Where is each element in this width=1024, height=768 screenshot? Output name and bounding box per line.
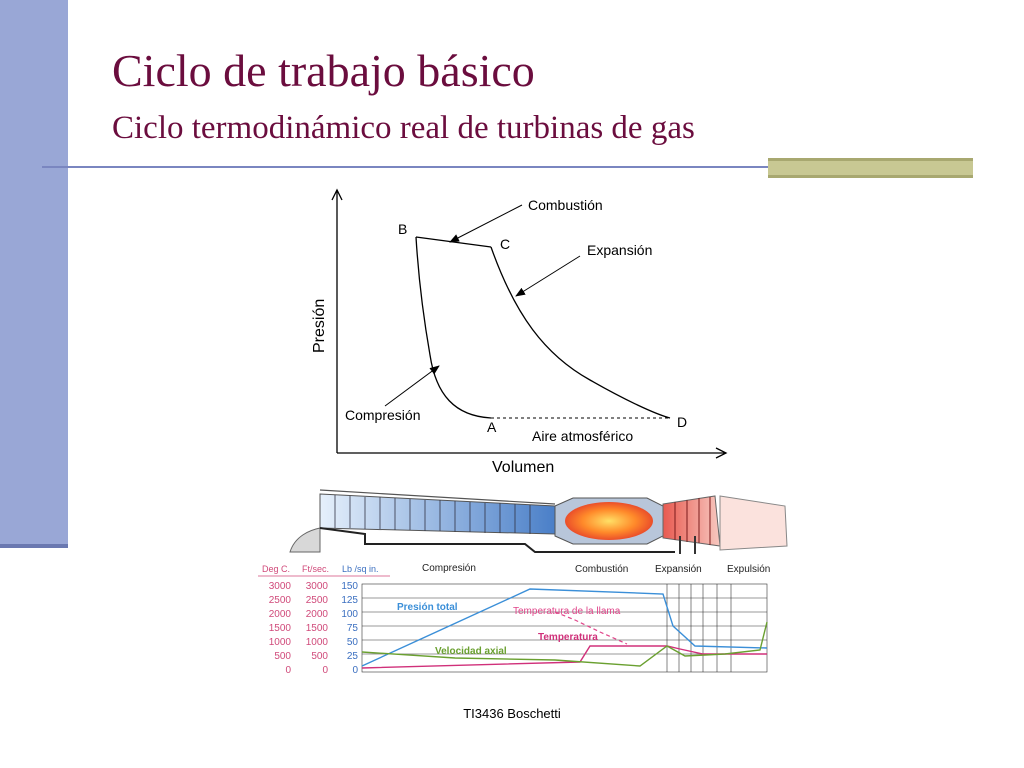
pv-x-arrow <box>715 447 728 459</box>
pressure-tick: 0 <box>352 665 358 676</box>
pv-compression-curve <box>415 236 492 419</box>
slide-title: Ciclo de trabajo básico <box>112 45 535 96</box>
pv-x-label: Volumen <box>492 459 554 476</box>
temp-axis-header: Deg C. <box>262 564 290 574</box>
pressure-tick: 125 <box>341 595 358 606</box>
temp-tick: 2500 <box>269 595 292 606</box>
pressure-tick: 150 <box>341 581 358 592</box>
pressure-tick: 50 <box>347 637 359 648</box>
slide-subtitle: Ciclo termodinámico real de turbinas de … <box>112 110 695 146</box>
point-label-d: D <box>677 414 687 430</box>
section-compression: Compresión <box>422 563 476 574</box>
section-exhaust: Expulsión <box>727 564 770 575</box>
temp-tick: 3000 <box>269 581 292 592</box>
axial-velocity-line <box>361 621 768 667</box>
temp-tick: 1000 <box>269 637 292 648</box>
engine-chart: Deg C. Ft/sec. Lb /sq in. 3000 2500 2000… <box>258 489 788 676</box>
pressure-tick: 25 <box>347 651 359 662</box>
compression-arrow <box>384 365 440 407</box>
accent-bar <box>768 158 973 178</box>
section-combustion: Combustión <box>575 564 628 575</box>
velocity-axis-header: Ft/sec. <box>302 564 329 574</box>
velocity-tick: 2500 <box>306 595 329 606</box>
sidebar-decoration <box>0 0 68 548</box>
chart-grid <box>361 583 768 673</box>
temperature-series-label: Temperatura <box>538 632 598 643</box>
title-rule <box>42 166 768 168</box>
axial-velocity-series-label: Velocidad axial <box>435 646 507 657</box>
expansion-arrow <box>515 255 581 297</box>
engine-cross-section <box>289 489 788 554</box>
point-label-a: A <box>487 419 497 435</box>
velocity-tick: 1000 <box>306 637 329 648</box>
velocity-tick: 500 <box>311 651 328 662</box>
atmosphere-label: Aire atmosférico <box>532 428 633 444</box>
temp-tick: 1500 <box>269 623 292 634</box>
slide-footer: TI3436 Boschetti <box>463 706 561 721</box>
velocity-tick: 2000 <box>306 609 329 620</box>
pressure-ticks: 150 125 100 75 50 25 0 <box>341 581 358 676</box>
flame-temperature-line <box>554 611 628 645</box>
pv-expansion-curve <box>490 246 671 419</box>
temp-tick: 500 <box>274 651 291 662</box>
velocity-tick: 1500 <box>306 623 329 634</box>
combustion-arrow <box>449 204 523 243</box>
expansion-label: Expansión <box>587 242 652 258</box>
flame-temp-series-label: Temperatura de la llama <box>513 606 621 617</box>
temperature-line <box>361 645 767 669</box>
pressure-tick: 75 <box>347 623 359 634</box>
pv-y-arrow <box>331 188 343 201</box>
temp-tick: 0 <box>285 665 291 676</box>
velocity-ticks: 3000 2500 2000 1500 1000 500 0 <box>306 581 329 676</box>
section-expansion: Expansión <box>655 564 702 575</box>
pressure-total-line <box>361 588 768 667</box>
combustion-label: Combustión <box>528 197 603 213</box>
velocity-tick: 0 <box>322 665 328 676</box>
compression-label: Compresión <box>345 407 420 423</box>
pressure-tick: 100 <box>341 609 358 620</box>
velocity-tick: 3000 <box>306 581 329 592</box>
pv-diagram: B C A D Combustión Expansión Compresión … <box>311 188 728 476</box>
point-label-b: B <box>398 221 407 237</box>
pv-combustion-line <box>415 236 492 248</box>
temp-ticks: 3000 2500 2000 1500 1000 500 0 <box>269 581 292 676</box>
pressure-series-label: Presión total <box>397 602 458 613</box>
sidebar-shadow <box>0 544 68 548</box>
point-label-c: C <box>500 236 510 252</box>
temp-tick: 2000 <box>269 609 292 620</box>
pv-y-label: Presión <box>311 299 328 353</box>
pressure-axis-header: Lb /sq in. <box>342 564 379 574</box>
